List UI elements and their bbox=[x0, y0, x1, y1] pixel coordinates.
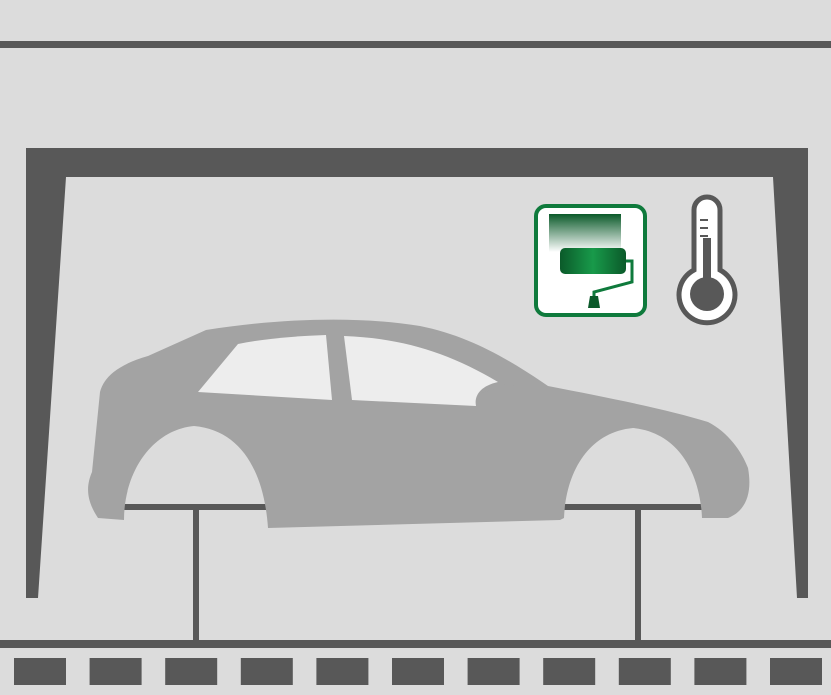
floor-tile bbox=[14, 658, 66, 685]
floor-tile bbox=[316, 658, 368, 685]
floor-grating bbox=[14, 658, 822, 685]
lift-post-left bbox=[193, 506, 199, 642]
lift-post-right bbox=[635, 506, 641, 642]
floor-tile bbox=[543, 658, 595, 685]
floor-tile bbox=[770, 658, 822, 685]
floor-tile bbox=[619, 658, 671, 685]
lift-arm-left bbox=[118, 504, 278, 510]
floor-line bbox=[0, 640, 831, 648]
ceiling-line bbox=[0, 41, 831, 48]
floor-tile bbox=[468, 658, 520, 685]
floor-tile bbox=[165, 658, 217, 685]
floor-tile bbox=[241, 658, 293, 685]
lift-arm-right bbox=[560, 504, 710, 510]
floor-tile bbox=[392, 658, 444, 685]
paint-roller-icon bbox=[536, 206, 645, 315]
floor-tile bbox=[90, 658, 142, 685]
floor-tile bbox=[694, 658, 746, 685]
